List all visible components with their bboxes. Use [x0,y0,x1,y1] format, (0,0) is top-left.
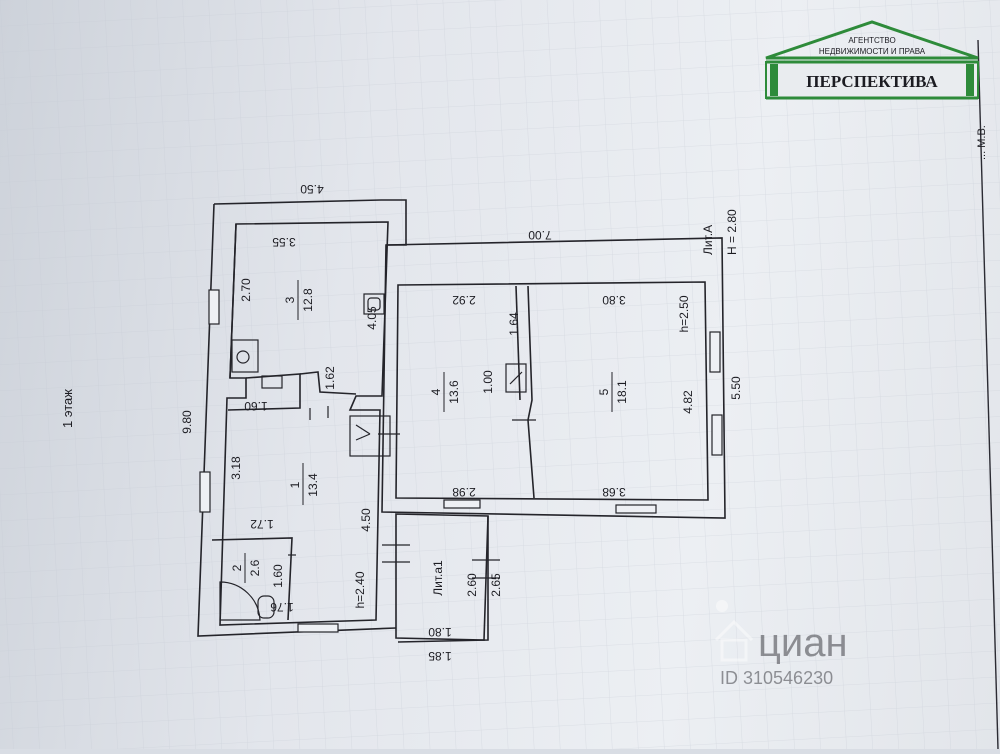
dim-front-width: 7.00 [528,228,552,242]
dim-h-240: h=2.40 [353,571,367,608]
room-3-area: 12.8 [301,288,315,312]
house-icon [714,600,754,662]
annex-depth-inner: 2.60 [465,573,479,597]
room-1-number: 1 [288,481,302,488]
annex-depth-outer: 2.65 [489,573,503,597]
room-5-area: 18.1 [615,380,629,404]
room-2: 2 2.6 [230,553,262,583]
dim-right-depth: 5.50 [729,376,743,400]
room-dimensions: 3.55 2.70 4.05 1.62 1.60 3.18 4.50 1.72 … [229,235,695,614]
agency-logo: АГЕНТСТВО НЕДВИЖИМОСТИ И ПРАВА ПЕРСПЕКТИ… [765,20,979,100]
dim-r3-notch: 1.62 [323,366,337,390]
room-labels: 1 13.4 2 2.6 3 12.8 4 13.6 5 18.1 [230,280,629,583]
windows [199,289,723,633]
dim-r4-width-bottom: 2.98 [452,485,476,499]
dim-r1-width-low: 1.72 [250,517,274,531]
dim-total-depth: 9.80 [180,410,194,434]
fixtures [219,293,527,621]
room-3-number: 3 [283,296,297,303]
height-label: H = 2.80 [725,209,739,255]
dim-r3-depth-a: 2.70 [239,278,253,302]
dim-h-250: h=2.50 [677,295,691,332]
dim-r1-notch: 1.60 [244,399,268,413]
watermark-brand: циан [758,621,848,665]
floor-label: 1 этаж [60,389,75,428]
dim-r2-width: 1.76 [270,600,294,614]
dim-r2-depth: 1.60 [271,564,285,588]
logo-line2: НЕДВИЖИМОСТИ И ПРАВА [819,47,926,56]
dim-wing-width: 4.50 [300,182,324,196]
annex-width-inner: 1.80 [428,625,452,639]
dim-r1-depth: 3.18 [229,456,243,480]
room-2-number: 2 [230,564,244,571]
room-5-number: 5 [597,388,611,395]
logo-brand: ПЕРСПЕКТИВА [806,72,938,91]
annex-width-outer: 1.85 [428,649,452,663]
walls [197,199,726,643]
dim-r4-part-a: 1.64 [507,312,521,336]
dim-r5-width-top: 3.80 [602,293,626,307]
door-ticks [288,406,536,579]
room-4-number: 4 [429,388,443,395]
annex-labels: Лит.а1 2.60 2.65 1.80 1.85 [428,560,503,663]
dim-r3-depth-b: 4.05 [365,306,379,330]
dim-r4-width-top: 2.92 [452,293,476,307]
room-4: 4 13.6 [429,372,461,412]
room-3: 3 12.8 [283,280,315,320]
room-1-area: 13.4 [306,473,320,497]
annex-lit: Лит.а1 [431,560,445,596]
dim-r5-width-bottom: 3.68 [602,485,626,499]
dim-r3-width: 3.55 [272,235,296,249]
dim-r1-depth-right: 4.50 [359,508,373,532]
room-2-area: 2.6 [248,559,262,576]
lit-a-label: Лит.А [701,225,715,255]
dim-r5-depth: 4.82 [681,390,695,414]
room-5: 5 18.1 [597,372,629,412]
dim-r4-part-b: 1.00 [481,370,495,394]
room-1: 1 13.4 [288,463,320,505]
watermark: циан ID 310546230 [714,600,848,688]
frame-line [977,39,999,750]
watermark-id: ID 310546230 [720,668,833,688]
side-text: ... М.В. [976,125,988,160]
building-labels: Лит.А H = 2.80 7.00 9.80 4.50 5.50 [180,182,743,434]
logo-line1: АГЕНТСТВО [848,36,895,45]
room-4-area: 13.6 [447,380,461,404]
